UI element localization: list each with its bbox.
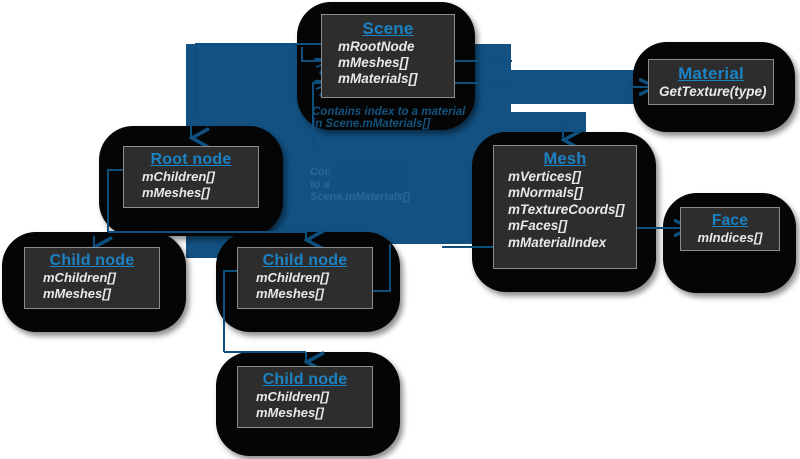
class-field: mMeshes[] (256, 405, 324, 421)
class-field: GetTexture(type) (659, 83, 767, 99)
annotation-line: Contains index to a material (312, 106, 466, 118)
class-field: mFaces[] (508, 218, 568, 234)
annotation-line: in Scene.mMaterials[] (312, 118, 431, 131)
class-box-child-node-middle[interactable]: Child node mChildren[] mMeshes[] (237, 247, 373, 309)
class-box-child-node-left[interactable]: Child node mChildren[] mMeshes[] (24, 247, 160, 309)
wire-rootnode-children-left (107, 169, 130, 232)
class-box-material[interactable]: Material GetTexture(type) (648, 59, 774, 105)
wire-scene-rootnode (195, 43, 336, 118)
class-field: mChildren[] (43, 270, 116, 286)
class-field: mMeshes[] (142, 185, 210, 201)
class-title-root-node: Root node (150, 151, 232, 168)
class-box-scene[interactable]: Scene mRootNode mMeshes[] mMaterials[] (321, 14, 455, 98)
class-title-mesh: Mesh (543, 150, 587, 168)
class-field: mChildren[] (142, 169, 215, 185)
class-box-face[interactable]: Face mIndices[] (680, 207, 780, 251)
class-field: mVertices[] (508, 168, 582, 184)
annotation-material-index: Contains index to a material in Scene.mM… (312, 106, 465, 130)
class-title-child-node: Child node (262, 252, 348, 269)
class-field: mChildren[] (256, 389, 329, 405)
class-box-root-node[interactable]: Root node mChildren[] mMeshes[] (123, 146, 259, 208)
class-box-mesh[interactable]: Mesh mVertices[] mNormals[] mTextureCoor… (493, 145, 637, 269)
annotation-line: Scene.mMaterials[] (310, 191, 411, 204)
class-field: mTextureCoords[] (508, 201, 625, 217)
class-title-material: Material (678, 64, 744, 83)
class-field: mRootNode (338, 38, 415, 54)
class-title-child-node: Child node (49, 252, 135, 269)
class-box-child-node-bottom[interactable]: Child node mChildren[] mMeshes[] (237, 366, 373, 428)
class-field: mMaterialIndex (508, 234, 607, 250)
class-field: mMaterials[] (338, 71, 418, 87)
class-field: mMeshes[] (338, 55, 409, 71)
class-title-child-node: Child node (262, 371, 348, 388)
class-field: mMeshes[] (256, 286, 324, 302)
class-title-face: Face (711, 212, 749, 229)
class-field: mNormals[] (508, 185, 584, 201)
wire-scene-mmeshes-left-up (301, 47, 306, 62)
class-title-scene: Scene (362, 19, 414, 38)
class-field: mMeshes[] (43, 286, 111, 302)
class-field: mIndices[] (697, 229, 763, 245)
class-field: mChildren[] (256, 270, 329, 286)
annotation-occluder (330, 164, 408, 190)
